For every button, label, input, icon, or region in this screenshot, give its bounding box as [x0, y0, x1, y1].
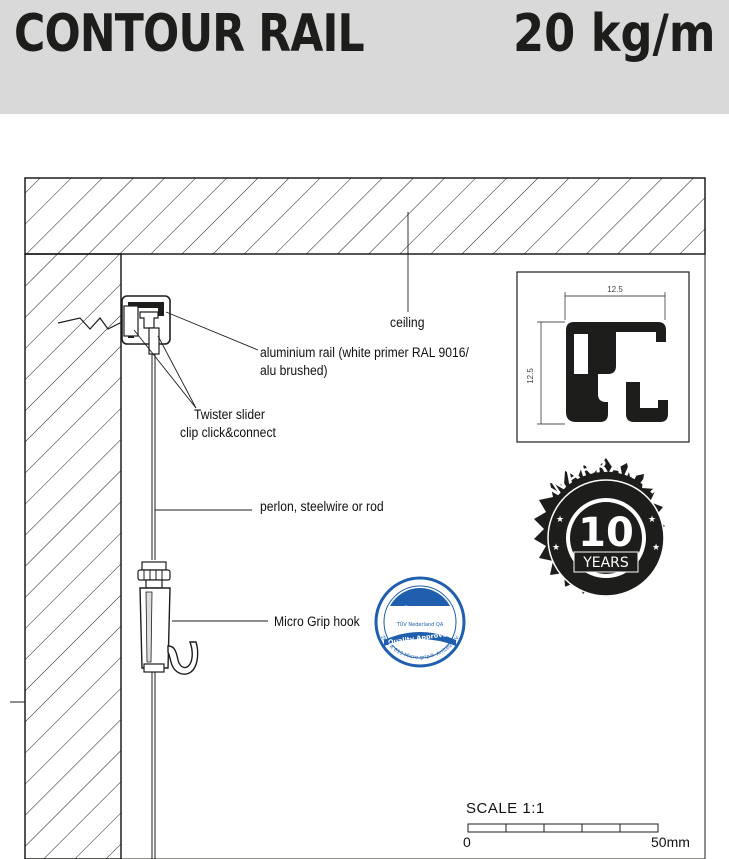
- label-hook: Micro Grip hook: [274, 614, 360, 629]
- ceiling-structure: [24, 177, 706, 255]
- label-rail-line2: alu brushed): [260, 363, 328, 378]
- label-rail-line1: aluminium rail (white primer RAL 9016/: [260, 345, 469, 360]
- contour-rail-section: [57, 295, 171, 355]
- product-title: CONTOUR RAIL: [14, 4, 365, 64]
- profile-height-dim: 12.5: [526, 368, 535, 384]
- warranty-badge: WARRANTY WARRANTY 10 YEARS ★ ★ ★ ★: [534, 457, 668, 617]
- warranty-unit: YEARS: [582, 555, 629, 571]
- wall-structure: [10, 253, 706, 859]
- star-icon: ★: [552, 542, 560, 552]
- load-capacity: 20 kg/m: [512, 4, 715, 64]
- star-icon: ★: [648, 514, 656, 524]
- leader-lines: [133, 212, 409, 622]
- scale-title: SCALE 1:1: [466, 800, 545, 817]
- rail-profile-inset: 12.5 12.5: [516, 271, 690, 443]
- profile-width-dim: 12.5: [607, 285, 623, 294]
- header-bar: CONTOUR RAIL 20 kg/m: [0, 0, 729, 114]
- label-slider-line1: Twister slider: [194, 407, 265, 422]
- micro-grip-hook: [137, 561, 199, 675]
- tuv-brand: TÜV NORD: [396, 605, 444, 615]
- tuv-sub: TÜV Nederland QA: [396, 621, 444, 628]
- star-icon: ★: [652, 542, 660, 552]
- label-wire: perlon, steelwire or rod: [260, 499, 384, 514]
- scale-end: 50mm: [651, 834, 690, 850]
- tuv-nord-badge: TÜV NORD TÜV Nederland QA Quality Approv…: [374, 576, 466, 668]
- label-slider-line2: clip click&connect: [180, 425, 276, 440]
- hanging-wire: [151, 354, 156, 859]
- scale-bar: [467, 823, 659, 833]
- star-icon: ★: [556, 514, 564, 524]
- scale-start: 0: [463, 834, 471, 850]
- warranty-number: 10: [578, 510, 634, 556]
- label-ceiling: ceiling: [390, 315, 425, 330]
